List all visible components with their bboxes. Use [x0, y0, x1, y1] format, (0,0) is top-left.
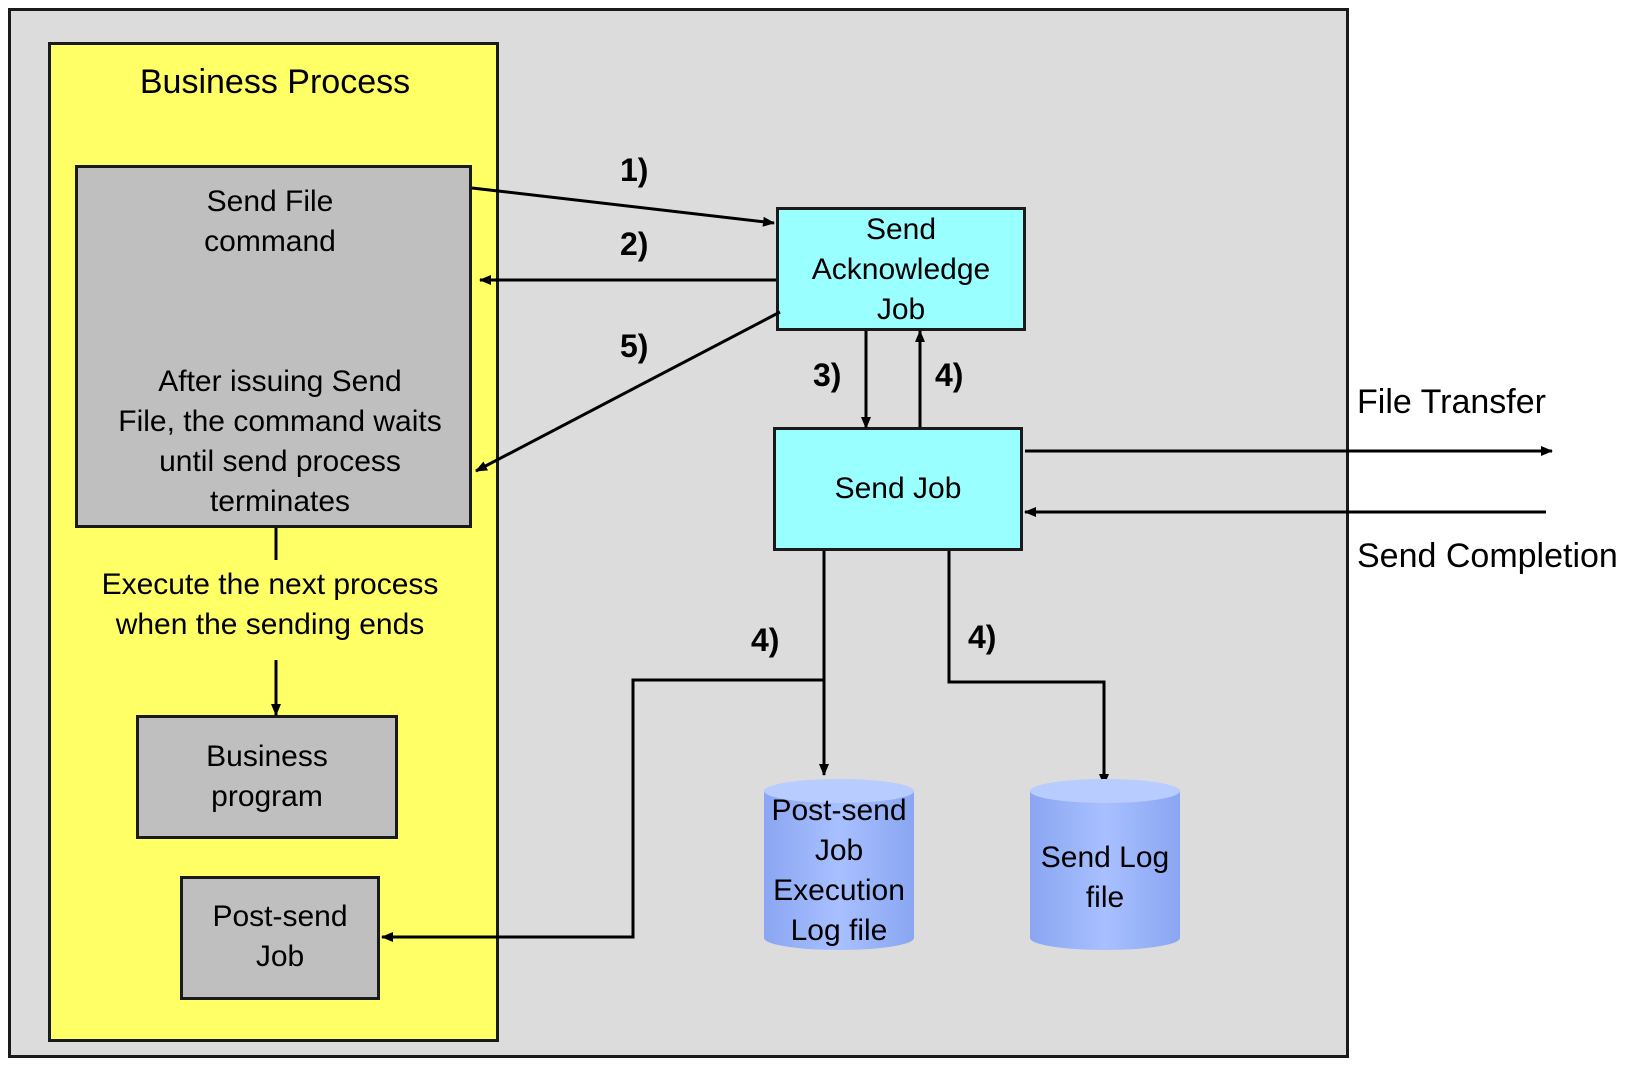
send-acknowledge-job-box[interactable]: [776, 207, 1026, 331]
send-log-label: Send Log file: [1040, 841, 1170, 914]
post-send-job-label: Post-send Job: [212, 900, 348, 973]
send-job-label: Send Job: [834, 472, 962, 505]
step-4-up-label: 4): [935, 357, 964, 393]
send-job-box[interactable]: [773, 427, 1023, 551]
arrow-to-send-log: [947, 551, 1109, 786]
step-4-log-label: 4): [751, 622, 780, 658]
business-program-box[interactable]: [136, 715, 398, 839]
execute-next-text: Execute the next process when the sendin…: [101, 568, 439, 641]
send-file-command-box[interactable]: [75, 165, 472, 528]
arrow-to-post-send-job: [381, 678, 824, 942]
post-send-job-box[interactable]: [180, 876, 380, 1000]
send-file-command-label: Send File command: [204, 185, 336, 258]
step-5-label: 5): [620, 328, 649, 364]
send-acknowledge-job-label: Send Acknowledge Job: [811, 213, 991, 326]
business-program-label: Business program: [206, 740, 328, 813]
step-3-label: 3): [813, 357, 842, 393]
send-completion-label: Send Completion: [1357, 537, 1618, 575]
step-2-label: 2): [620, 226, 649, 262]
post-send-log-cylinder: [764, 779, 914, 950]
step-4-sendlog-label: 4): [968, 619, 997, 655]
send-log-cylinder: [1030, 779, 1180, 950]
arrow-1-request: [471, 186, 775, 227]
file-transfer-label: File Transfer: [1357, 383, 1546, 421]
arrow-5-terminate: [475, 310, 781, 473]
step-1-label: 1): [620, 152, 649, 188]
send-file-wait-note: After issuing Send File, the command wai…: [118, 365, 442, 518]
post-send-log-label: Post-send Job Execution Log file: [771, 794, 907, 947]
business-process-title: Business Process: [139, 63, 411, 101]
